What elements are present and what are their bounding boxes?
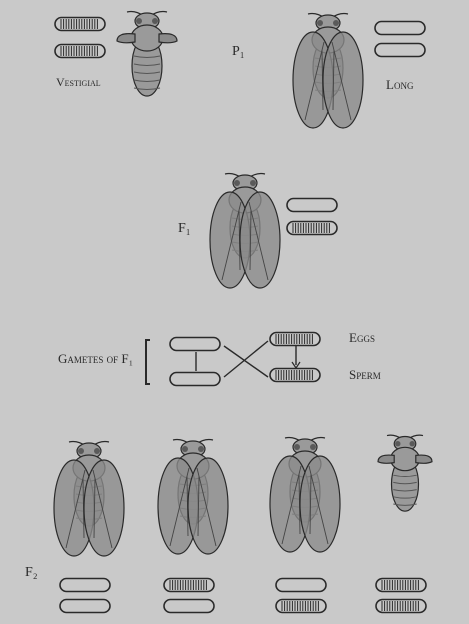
label-vestigial: Vestigial <box>56 76 101 88</box>
label-sperm: Sperm <box>349 368 381 381</box>
chromosome-vestigial <box>376 579 426 592</box>
fly-f1 <box>210 174 280 289</box>
f1-chromosome-pair <box>287 199 337 235</box>
label-f2: F₂ <box>25 566 38 580</box>
egg-chromosome-long <box>170 338 220 351</box>
chromosome-vestigial <box>55 45 105 58</box>
fly-long-parent <box>293 14 363 129</box>
chromosome-long <box>164 600 214 613</box>
chromosome-vestigial <box>376 600 426 613</box>
f2-chromosome-pair-2 <box>164 579 214 613</box>
f2-chromosome-pair-4 <box>376 579 426 613</box>
label-gametes: Gametes of F₁ <box>58 352 133 365</box>
gametes-panel <box>146 333 320 386</box>
chromosome-vestigial <box>55 18 105 31</box>
label-eggs: Eggs <box>349 331 375 344</box>
label-long: Long <box>386 78 413 91</box>
chromosome-vestigial <box>276 600 326 613</box>
label-f1: F₁ <box>178 222 191 236</box>
chromosome-long <box>60 579 110 592</box>
chromosome-long <box>276 579 326 592</box>
fly-f2-1 <box>54 442 124 557</box>
parent-vestigial-chromosome-pair <box>55 18 105 58</box>
f2-chromosome-pair-1 <box>60 579 110 613</box>
bracket <box>146 340 150 384</box>
fly-vestigial-parent <box>117 12 177 97</box>
sperm-chromosome-vestigial <box>270 369 320 382</box>
fly-f2-2 <box>158 440 228 555</box>
sperm-chromosome-long <box>170 373 220 386</box>
chromosome-long <box>375 44 425 57</box>
chromosome-long <box>375 22 425 35</box>
chromosome-vestigial <box>164 579 214 592</box>
chromosome-long <box>287 199 337 212</box>
chromosome-long <box>60 600 110 613</box>
fly-f2-4 <box>378 435 432 511</box>
chromosome-vestigial <box>287 222 337 235</box>
label-p1: P₁ <box>232 45 245 59</box>
fly-f2-3 <box>270 438 340 553</box>
parent-long-chromosome-pair <box>375 22 425 57</box>
egg-chromosome-vestigial <box>270 333 320 346</box>
f2-chromosome-pair-3 <box>276 579 326 613</box>
